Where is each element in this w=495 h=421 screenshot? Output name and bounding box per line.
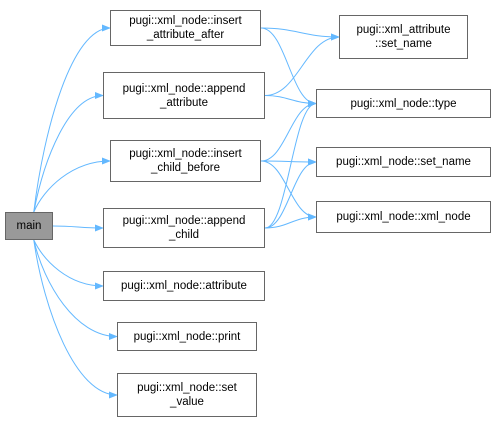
edge-main-to-set-value bbox=[33, 239, 118, 399]
node-append-attribute[interactable]: pugi::xml_node::append_attribute bbox=[103, 72, 265, 119]
node-label-line: _attribute bbox=[160, 96, 208, 109]
node-label-line: _child bbox=[168, 229, 200, 241]
node-node-set-name[interactable]: pugi::xml_node::set_name bbox=[316, 147, 491, 177]
node-attribute[interactable]: pugi::xml_node::attribute bbox=[103, 271, 265, 301]
node-label-line: pugi::xml_node::append bbox=[122, 82, 246, 95]
node-xml-node[interactable]: pugi::xml_node::xml_node bbox=[316, 201, 491, 233]
node-label-line: pugi::xml_node::set bbox=[137, 382, 237, 394]
edge-append-child-to-xml-node bbox=[264, 213, 317, 229]
node-attr-set-name[interactable]: pugi::xml_attribute::set_name bbox=[339, 15, 468, 59]
node-main[interactable]: main bbox=[5, 212, 53, 240]
node-label-line: pugi::xml_node::type bbox=[350, 97, 457, 110]
node-append-child[interactable]: pugi::xml_node::append_child bbox=[103, 208, 265, 248]
node-label-line: pugi::xml_node::insert bbox=[129, 15, 242, 27]
node-insert-attribute-after[interactable]: pugi::xml_node::insert_attribute_after bbox=[110, 10, 261, 46]
edge-append-child-to-node-set-name bbox=[264, 158, 317, 229]
edge-append-attribute-to-type bbox=[264, 95, 317, 108]
edge-insert-child-before-to-type bbox=[260, 99, 317, 162]
edge-append-child-to-type bbox=[264, 99, 317, 229]
edge-main-to-append-child bbox=[52, 224, 104, 232]
edge-main-to-insert-child-before bbox=[33, 157, 111, 213]
node-set-value[interactable]: pugi::xml_node::set_value bbox=[117, 373, 257, 417]
node-label-line: pugi::xml_node::set_name bbox=[336, 156, 471, 168]
node-label-line: pugi::xml_node::attribute bbox=[121, 280, 247, 292]
edge-insert-attribute-after-to-attr-set-name bbox=[260, 27, 340, 41]
node-label-line: main bbox=[16, 220, 42, 232]
node-label-line: pugi::xml_node::append bbox=[122, 215, 246, 227]
node-label-line: pugi::xml_attribute bbox=[356, 24, 451, 36]
edge-main-to-attribute bbox=[33, 239, 104, 290]
node-label-line: pugi::xml_node::xml_node bbox=[336, 211, 471, 223]
edge-append-attribute-to-attr-set-name bbox=[264, 33, 340, 96]
edge-main-to-append-attribute bbox=[33, 91, 104, 213]
node-label-line: pugi::xml_node::print bbox=[133, 330, 241, 343]
edge-insert-child-before-to-xml-node bbox=[260, 160, 317, 221]
node-label-line: _value bbox=[170, 396, 204, 408]
edge-main-to-insert-attribute-after bbox=[33, 24, 111, 213]
edge-insert-child-before-to-node-set-name bbox=[260, 158, 317, 166]
node-type[interactable]: pugi::xml_node::type bbox=[316, 89, 491, 118]
node-insert-child-before[interactable]: pugi::xml_node::insert_child_before bbox=[110, 140, 261, 182]
edge-insert-attribute-after-to-type bbox=[260, 27, 317, 108]
node-label-line: pugi::xml_node::insert bbox=[129, 148, 242, 160]
edge-main-to-print bbox=[33, 239, 118, 341]
node-label-line: ::set_name bbox=[375, 38, 432, 50]
node-print[interactable]: pugi::xml_node::print bbox=[117, 322, 257, 351]
node-label-line: _attribute_after bbox=[146, 29, 225, 41]
node-label-line: _child_before bbox=[150, 162, 221, 174]
